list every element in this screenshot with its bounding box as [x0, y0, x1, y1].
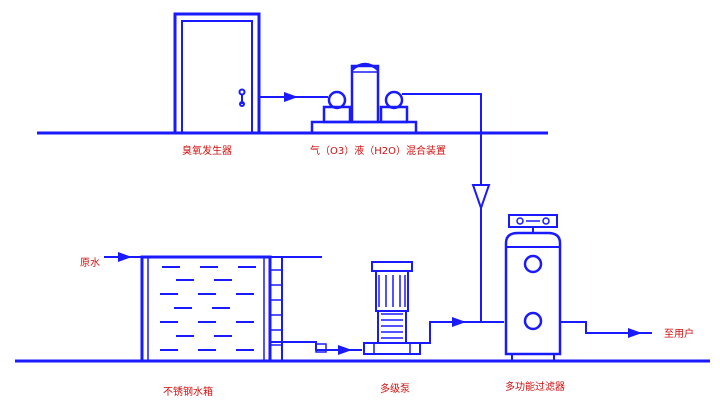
label-to-user: 至用户	[664, 329, 694, 340]
down-arrow-icon	[471, 184, 491, 212]
label-multistage-pump: 多级泵	[380, 384, 410, 395]
flow-arrow-icon	[284, 92, 298, 102]
label-ozone-generator: 臭氧发生器	[182, 146, 232, 157]
multimedia-filter	[504, 214, 562, 361]
mixing-device	[310, 62, 418, 135]
flow-arrow-icon	[118, 252, 132, 262]
ozone-generator	[173, 12, 261, 135]
valve-icon	[315, 343, 327, 353]
multistage-pump	[363, 261, 421, 355]
flow-arrow-icon	[628, 328, 642, 338]
stainless-water-tank	[140, 255, 283, 363]
label-stainless-tank: 不锈钢水箱	[163, 387, 213, 398]
pipe-to-user	[560, 321, 652, 334]
flow-arrow-icon	[338, 345, 352, 355]
door-handle-icon	[238, 88, 246, 107]
pipe-mixer-to-filter	[402, 93, 482, 322]
label-multimedia-filter: 多功能过滤器	[505, 382, 565, 393]
label-mixing-device: 气（O3）液（H2O）混合装置	[310, 146, 446, 157]
label-raw-water: 原水	[80, 258, 100, 269]
pipe-pump-to-filter	[410, 321, 504, 344]
flow-arrow-icon	[452, 317, 466, 327]
